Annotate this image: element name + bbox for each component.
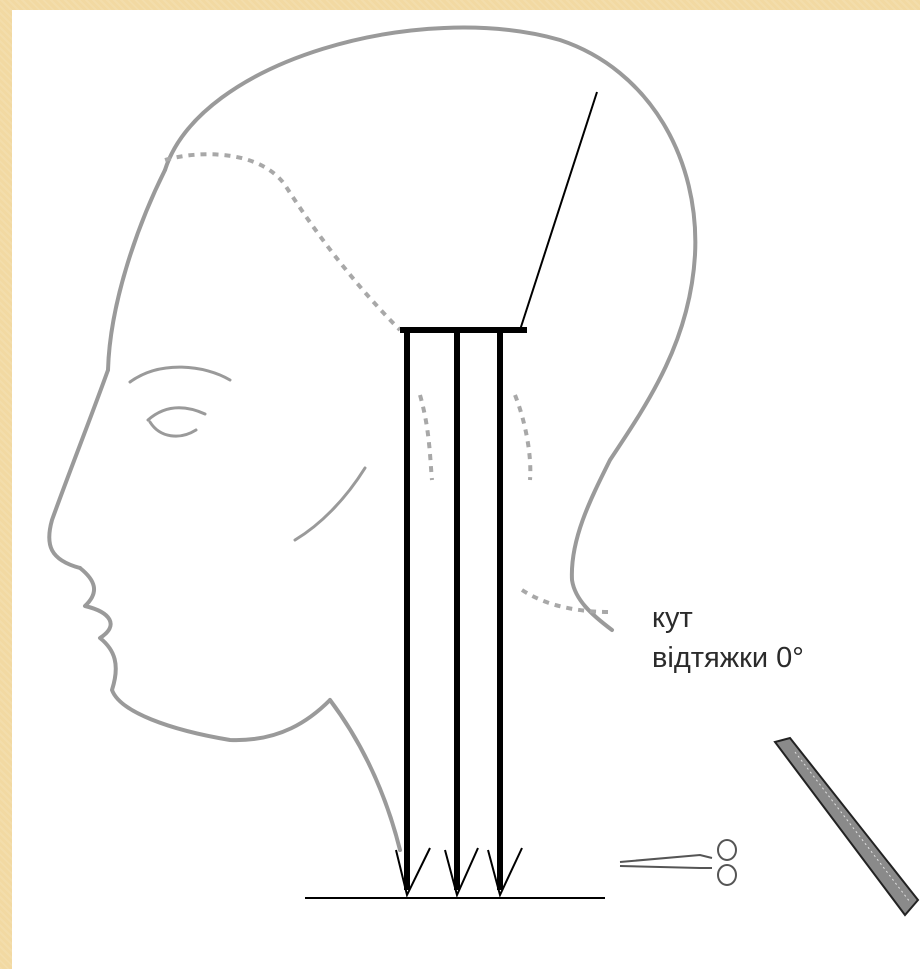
angle-caption: кут відтяжки 0°: [652, 598, 804, 678]
head-profile-icon: [49, 28, 695, 850]
arrow-head-2: [445, 848, 478, 895]
comb-icon: [775, 738, 918, 915]
section-guide-line: [520, 92, 597, 330]
caption-line-2: відтяжки 0°: [652, 638, 804, 678]
hairline-dashed-guide: [165, 154, 610, 612]
arrow-head-1: [396, 848, 430, 895]
arrow-head-3: [488, 848, 522, 895]
strand-guides: [396, 330, 527, 895]
scissors-icon: [620, 840, 736, 885]
caption-line-1: кут: [652, 598, 804, 638]
